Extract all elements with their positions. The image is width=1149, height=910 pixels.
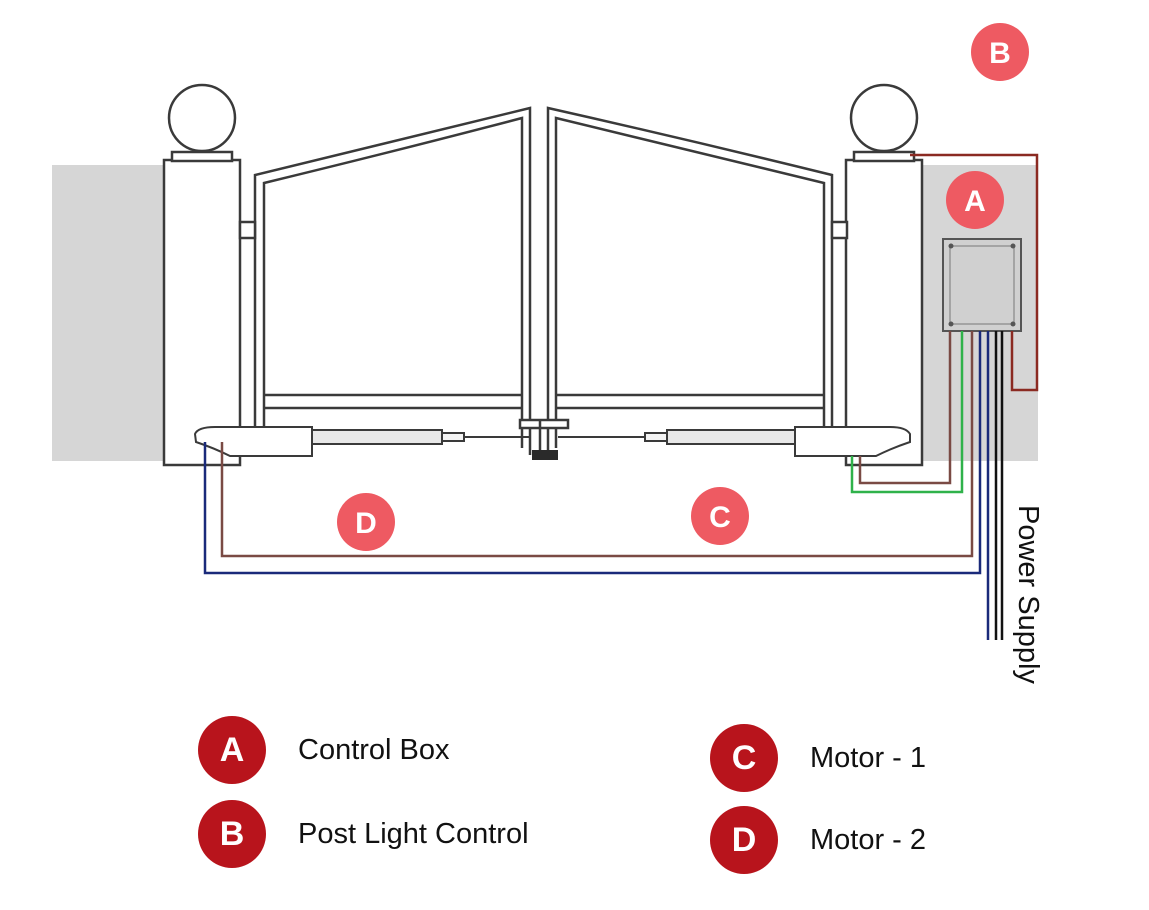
legend-badge-a: A (198, 716, 266, 784)
motor-1-wire-green (850, 331, 964, 494)
legend-badge-c: C (710, 724, 778, 792)
motor-2-wire-blue (203, 331, 982, 575)
svg-text:D: D (355, 507, 377, 540)
right-post (844, 83, 924, 467)
motor-2-actuator (193, 426, 530, 457)
post-light-wire (910, 153, 1039, 392)
svg-text:C: C (709, 501, 731, 534)
gate-stop (532, 450, 558, 460)
legend-label-d: Motor - 2 (810, 823, 927, 856)
legend-badge-b: B (198, 800, 266, 868)
legend-label-a: Control Box (298, 733, 450, 766)
legend-item-motor-2: D Motor - 2 (710, 806, 926, 874)
legend-badge-d: D (710, 806, 778, 874)
legend-item-control-box: A Control Box (198, 716, 450, 784)
legend-item-post-light-control: B Post Light Control (198, 800, 529, 868)
callout-c: C (691, 487, 749, 545)
left-wall (52, 165, 164, 461)
motor-2-wire-brown (220, 331, 974, 558)
control-box (942, 238, 1022, 332)
wiring (203, 153, 1039, 640)
legend-item-motor-1: C Motor - 1 (710, 724, 926, 792)
legend-label-c: Motor - 1 (810, 741, 927, 774)
svg-text:B: B (989, 37, 1011, 70)
callout-b: B (971, 23, 1029, 81)
gate (238, 106, 849, 455)
legend-label-b: Post Light Control (298, 817, 529, 850)
power-supply-label: Power Supply (1012, 505, 1044, 684)
callout-a: A (946, 171, 1004, 229)
motor-1-actuator (558, 426, 911, 457)
motor-1-wire-brown (858, 331, 952, 485)
left-post (162, 83, 242, 467)
callout-d: D (337, 493, 395, 551)
svg-text:A: A (964, 185, 986, 218)
